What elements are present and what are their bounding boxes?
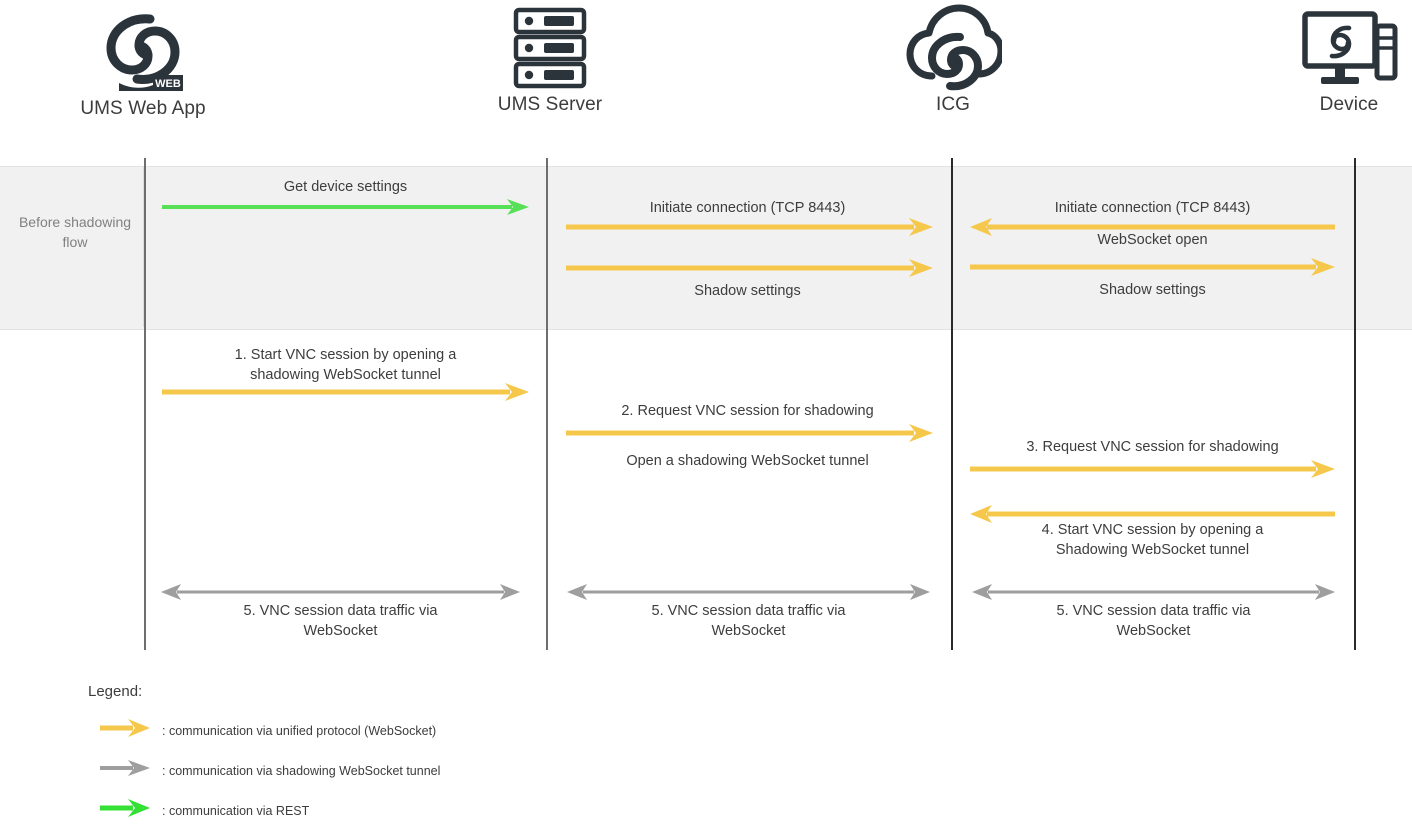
arrow-initiate-connection-device	[970, 218, 1335, 236]
before-shadowing-flow-band	[0, 166, 1412, 330]
legend-item-tunnel: : communication via shadowing WebSocket …	[100, 758, 440, 783]
band-label: Before shadowing flow	[18, 214, 132, 250]
legend-text: : communication via unified protocol (We…	[162, 723, 437, 738]
message-label-initiate-connection-server: Initiate connection (TCP 8443)	[649, 200, 846, 216]
band-column-divider	[143, 167, 144, 327]
actor-device: Device	[1249, 2, 1412, 116]
legend-item-unified: : communication via unified protocol (We…	[100, 718, 436, 743]
actor-label: ICG	[935, 94, 971, 115]
message-label-initiate-connection-device: Initiate connection (TCP 8443)	[1054, 200, 1251, 216]
actor-label: UMS Web App	[80, 98, 206, 119]
svg-text:WEB: WEB	[155, 78, 181, 90]
legend-text: : communication via shadowing WebSocket …	[162, 763, 441, 778]
message-label-shadow-settings-server: Shadow settings	[694, 283, 801, 299]
message-label-step-5-left: 5. VNC session data traffic via WebSocke…	[243, 603, 438, 639]
message-label-step-5-right: 5. VNC session data traffic via WebSocke…	[1056, 603, 1251, 639]
legend-text: : communication via REST	[162, 803, 310, 818]
lifeline-icg	[951, 158, 953, 650]
lifeline-device	[1354, 158, 1356, 650]
message-label-step-1: 1. Start VNC session by opening a shadow…	[234, 347, 457, 383]
ums-web-app-logo-icon: WEB	[43, 6, 243, 98]
cloud-gateway-icon	[853, 2, 1053, 94]
message-label-step-5-mid: 5. VNC session data traffic via WebSocke…	[651, 603, 846, 639]
arrow-initiate-connection-server	[566, 218, 933, 236]
actor-label: Device	[1319, 94, 1379, 115]
message-label-shadow-settings-device: Shadow settings	[1099, 282, 1206, 298]
server-rack-icon	[450, 2, 650, 94]
arrow-step-4	[970, 505, 1335, 523]
legend-arrow-rest-icon	[100, 798, 150, 823]
arrow-step-5-left	[161, 583, 520, 601]
legend-title: Legend:	[88, 683, 143, 700]
arrow-step-5-right	[972, 583, 1335, 601]
legend-arrow-tunnel-icon	[100, 758, 150, 783]
legend-item-rest: : communication via REST	[100, 798, 309, 823]
message-label-step-2: 2. Request VNC session for shadowing	[621, 403, 874, 419]
arrow-step-3	[970, 460, 1335, 478]
message-label-step-3: 3. Request VNC session for shadowing	[1026, 439, 1279, 455]
arrow-step-1	[162, 383, 529, 401]
message-label-step-4: 4. Start VNC session by opening a Shadow…	[1041, 522, 1264, 558]
lifeline-ums-server	[546, 158, 548, 650]
arrow-shadow-settings-server	[566, 259, 933, 277]
actor-ums-web-app: WEB UMS Web App	[43, 6, 243, 120]
arrow-shadow-settings-device	[970, 258, 1335, 276]
message-label-websocket-open: WebSocket open	[1097, 232, 1208, 248]
lifeline-ums-web-app	[144, 158, 146, 650]
arrow-step-5-mid	[567, 583, 930, 601]
arrow-get-device-settings	[162, 198, 529, 216]
legend-arrow-unified-icon	[100, 718, 150, 743]
actor-icg: ICG	[853, 2, 1053, 116]
message-label-step-2-sub: Open a shadowing WebSocket tunnel	[626, 453, 869, 469]
actor-ums-server: UMS Server	[450, 2, 650, 116]
message-label-get-device-settings: Get device settings	[283, 179, 408, 195]
desktop-device-icon	[1249, 2, 1412, 94]
arrow-step-2	[566, 424, 933, 442]
actor-label: UMS Server	[497, 94, 603, 115]
